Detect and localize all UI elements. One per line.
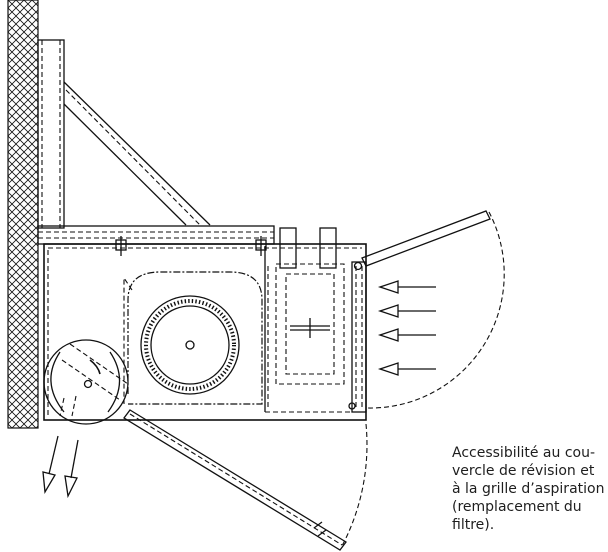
front-lid-open: [361, 210, 505, 409]
discharge-arrow-1: [42, 435, 59, 495]
fan-scroll-housing: [123, 271, 263, 405]
intake-arrow-2: [377, 304, 436, 318]
caption-line: à la grille d’aspiration: [452, 481, 605, 497]
caption-line: filtre).: [452, 517, 495, 533]
intake-arrow-1: [377, 280, 436, 294]
fan-impeller: [140, 295, 240, 395]
wall-bracket: [37, 39, 275, 245]
caption-line: Accessibilité au cou-: [452, 445, 596, 461]
intake-grille: [348, 261, 367, 413]
intake-arrow-3: [377, 328, 436, 342]
caption-line: vercle de révision et: [452, 463, 595, 479]
inspection-cover-open: [123, 409, 368, 551]
caption-line: (remplacement du: [452, 499, 582, 515]
intake-arrow-4: [377, 362, 436, 376]
motor-disc: [43, 339, 129, 425]
wall: [7, 0, 39, 429]
unit-housing: [43, 236, 367, 421]
filter-element: [275, 227, 345, 385]
accessibility-caption: Accessibilité au cou- vercle de révision…: [452, 444, 608, 534]
discharge-arrow-2: [64, 439, 79, 499]
